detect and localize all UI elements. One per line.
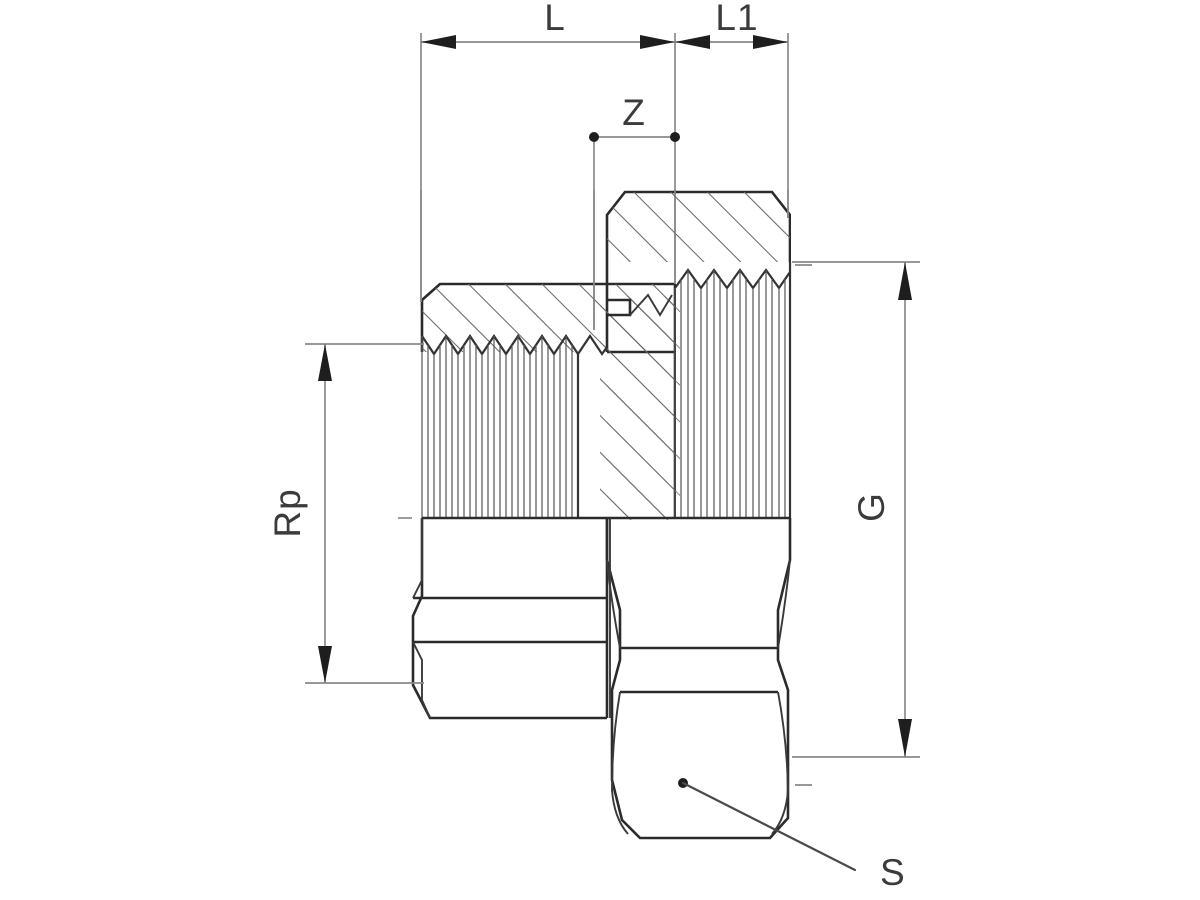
mask-upper-right — [791, 190, 1200, 265]
right-hex-outline-right — [776, 518, 792, 760]
thread-G-root-lines — [674, 262, 792, 518]
mask-left-of-body — [0, 353, 422, 553]
thread-Rp-root-lines — [421, 336, 580, 518]
dimension-label-Rp: Rp — [267, 488, 308, 537]
dimension-G-group: G — [792, 261, 920, 758]
arrow-G-bottom — [898, 719, 912, 757]
centerline-marks — [398, 264, 812, 786]
arrow-Rp-bottom — [318, 646, 332, 683]
external-thread-G-upper — [674, 262, 792, 518]
left-hex-body-lower — [411, 516, 609, 720]
dimension-label-L1-top: L1 — [715, 0, 758, 38]
right-hex-nut-lower — [605, 516, 792, 840]
right-hex-curve-lower-right — [771, 691, 789, 835]
leader-S-group: S — [678, 778, 906, 893]
right-hex-curve-upper-right — [777, 559, 791, 649]
dimension-label-L-top: L — [544, 0, 566, 38]
mask-top — [0, 0, 1200, 190]
left-hex-chamfer-bottom — [412, 641, 431, 719]
dimension-extension-redraw: L L1 Z — [420, 0, 789, 330]
mask-right-of-block — [676, 262, 876, 532]
left-hex-chamfer-top — [412, 518, 423, 599]
dimension-label-G: G — [851, 492, 892, 522]
left-hex-outline — [411, 518, 607, 720]
section-hatch-layer — [422, 192, 790, 520]
arrow-G-top — [898, 262, 912, 300]
dimension-Rp-group: Rp — [267, 343, 424, 684]
internal-thread-Rp-upper — [421, 293, 673, 518]
right-hex-curve-upper-left — [606, 559, 621, 649]
arrow-Rp-top — [318, 344, 332, 381]
dimension-label-Z-top: Z — [622, 92, 646, 133]
thread-runout-detail — [629, 293, 673, 317]
internal-step-detail — [607, 298, 632, 317]
leader-line-S — [681, 781, 857, 872]
right-hex-curve-lower-left — [611, 691, 629, 835]
dimension-label-S: S — [880, 852, 906, 893]
